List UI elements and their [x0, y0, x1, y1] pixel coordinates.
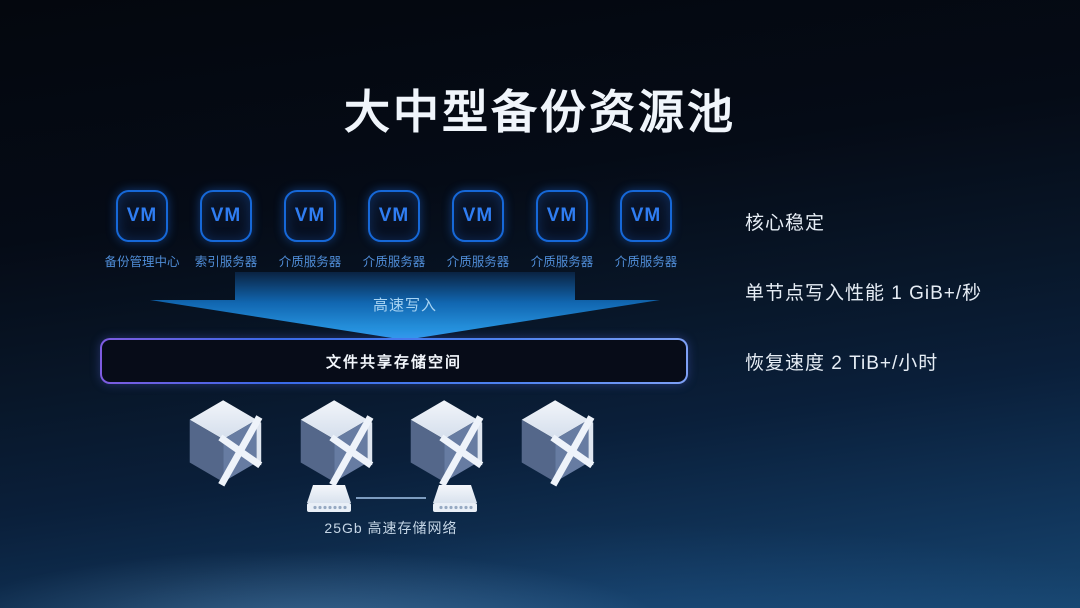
network-switch-icon	[307, 485, 351, 512]
storage-node-cube-icon	[521, 400, 595, 487]
vm-icon: VM	[200, 190, 252, 242]
network-switch-icon	[433, 485, 477, 512]
stats-column: 核心稳定 单节点写入性能 1 GiB+/秒 恢复速度 2 TiB+/小时	[745, 213, 982, 423]
vm-icon-text: VM	[546, 205, 578, 226]
network-label: 25Gb 高速存储网络	[324, 520, 458, 536]
vm-icon: VM	[452, 190, 504, 242]
vm-icon: VM	[620, 190, 672, 242]
vm-node-row: VM 备份管理中心 VM 索引服务器 VM 介质服务器 VM 介质服务器 VM …	[100, 190, 688, 270]
shared-storage-bar-inner: 文件共享存储空间	[102, 340, 686, 382]
vm-node-label: 索引服务器	[194, 255, 258, 269]
vm-icon: VM	[536, 190, 588, 242]
stat-restore-speed: 恢复速度 2 TiB+/小时	[745, 353, 939, 374]
vm-icon-text: VM	[126, 205, 158, 226]
vm-icon-text: VM	[462, 205, 494, 226]
arrow-label: 高速写入	[372, 297, 437, 314]
shared-storage-bar: 文件共享存储空间	[100, 338, 688, 384]
vm-node-label: 介质服务器	[614, 255, 678, 269]
stat-write-performance: 单节点写入性能 1 GiB+/秒	[745, 283, 983, 304]
vm-node-label: 介质服务器	[278, 255, 342, 269]
stat-core-stability: 核心稳定	[745, 213, 826, 234]
shared-storage-label: 文件共享存储空间	[325, 353, 462, 371]
vm-icon: VM	[116, 190, 168, 242]
vm-icon-text: VM	[294, 205, 326, 226]
vm-node-index-server: VM 索引服务器	[184, 190, 268, 270]
vm-node-label: 备份管理中心	[104, 255, 180, 269]
switch-connector-line	[356, 497, 426, 499]
vm-icon: VM	[284, 190, 336, 242]
page-title: 大中型备份资源池	[344, 86, 736, 138]
vm-node-label: 介质服务器	[362, 255, 426, 269]
storage-node-cube-icon	[189, 400, 263, 487]
vm-icon-text: VM	[378, 205, 410, 226]
write-flow-arrow-icon	[150, 272, 660, 340]
vm-node-media-server: VM 介质服务器	[520, 190, 604, 270]
vm-node-backup-center: VM 备份管理中心	[100, 190, 184, 270]
vm-node-label: 介质服务器	[446, 255, 510, 269]
vm-node-media-server: VM 介质服务器	[268, 190, 352, 270]
storage-node-cube-icon	[300, 400, 374, 487]
vm-node-label: 介质服务器	[530, 255, 594, 269]
vm-node-media-server: VM 介质服务器	[604, 190, 688, 270]
storage-node-row	[186, 398, 596, 488]
vm-node-media-server: VM 介质服务器	[436, 190, 520, 270]
vm-icon: VM	[368, 190, 420, 242]
vm-icon-text: VM	[630, 205, 662, 226]
vm-node-media-server: VM 介质服务器	[352, 190, 436, 270]
storage-node-cube-icon	[411, 400, 484, 487]
vm-icon-text: VM	[210, 205, 242, 226]
